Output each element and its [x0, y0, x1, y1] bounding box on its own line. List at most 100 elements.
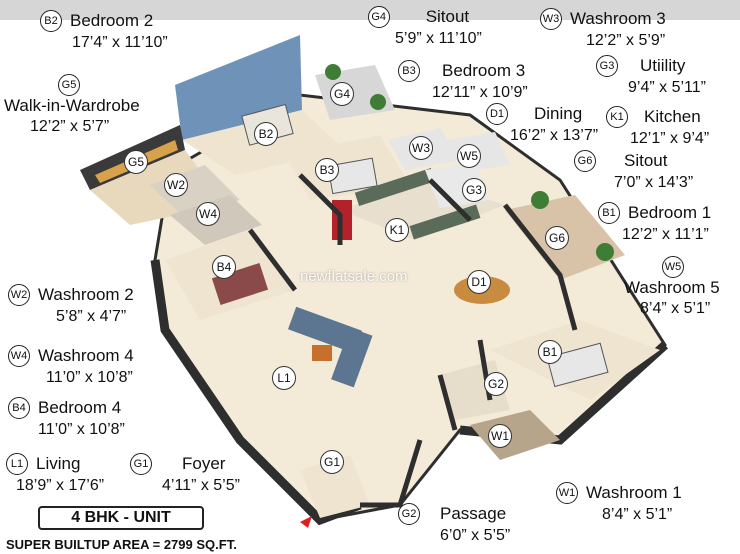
legend-code: G6: [574, 150, 596, 172]
legend-name: Bedroom 2: [70, 11, 154, 30]
living-sofa: [288, 306, 362, 354]
plan-tag-l1: L1: [272, 366, 296, 390]
legend-dim: 6’0” x 5’5”: [440, 527, 511, 544]
plan-tag-g4: G4: [330, 82, 354, 106]
plan-tag-b2: B2: [254, 122, 278, 146]
legend-dim: 12’2” x 11’1”: [622, 226, 709, 243]
legend-dim: 12’1” x 9’4”: [630, 130, 710, 147]
legend-code: W2: [8, 284, 30, 306]
legend-g5: G5 Walk-in-Wardrobe 12’2” x 5’7”: [4, 74, 140, 136]
bedroom1-bed: [546, 342, 609, 388]
legend-w1: W1 Washroom 1 8’4” x 5’1”: [556, 482, 682, 524]
entry-arrow-icon: [300, 516, 312, 528]
legend-code: W4: [8, 345, 30, 367]
outer-wall: [150, 259, 362, 526]
legend-dim: 8’4” x 5’1”: [640, 300, 711, 317]
legend-name: Bedroom 3: [442, 61, 526, 80]
plan-tag-g1: G1: [320, 450, 344, 474]
legend-code: W3: [540, 8, 562, 30]
legend-w2: W2 Washroom 2 5’8” x 4’7”: [8, 284, 134, 326]
legend-code: B1: [598, 202, 620, 224]
kitchen-counter: [354, 167, 436, 207]
plan-tag-d1: D1: [467, 270, 491, 294]
legend-name: Living: [36, 454, 81, 473]
legend-dim: 11’0” x 10’8”: [46, 369, 133, 386]
legend-dim: 12’2” x 5’7”: [30, 118, 110, 135]
legend-g1: G1 Foyer 4’11” x 5’5”: [130, 453, 240, 495]
legend-d1: D1 Dining 16’2” x 13’7”: [486, 103, 598, 145]
living-table: [312, 345, 332, 361]
legend-b3: B3 Bedroom 3 12’11” x 10’9”: [398, 60, 528, 102]
legend-name: Bedroom 4: [38, 398, 122, 417]
watermark: newflatsale.com: [300, 268, 408, 285]
legend-code: D1: [486, 103, 508, 125]
plan-tag-g3: G3: [462, 178, 486, 202]
legend-w3: W3 Washroom 3 12’2” x 5’9”: [540, 8, 666, 50]
legend-code: K1: [606, 106, 628, 128]
legend-k1: K1 Kitchen 12’1” x 9’4”: [606, 106, 709, 148]
legend-g2: G2 Passage 6’0” x 5’5”: [398, 503, 510, 545]
legend-dim: 16’2” x 13’7”: [510, 127, 599, 144]
bedroom4-bed: [211, 262, 269, 306]
plan-tag-g5: G5: [124, 150, 148, 174]
legend-name: Walk-in-Wardrobe: [4, 96, 140, 115]
legend-g3: G3 Utiility 9’4” x 5’11”: [596, 55, 706, 97]
legend-b1: B1 Bedroom 1 12’2” x 11’1”: [598, 202, 711, 244]
legend-name: Passage: [440, 504, 507, 523]
legend-code: B3: [398, 60, 420, 82]
super-builtup-area: SUPER BUILTUP AREA = 2799 SQ.FT.: [6, 537, 237, 552]
legend-dim: 12’2” x 5’9”: [586, 32, 666, 49]
legend-code: G4: [367, 6, 390, 28]
legend-g6: G6 Sitout 7’0” x 14’3”: [574, 150, 693, 192]
living-sofa2: [331, 327, 373, 388]
legend-b4: B4 Bedroom 4 11’0” x 10’8”: [8, 397, 125, 439]
legend-code: G1: [130, 453, 152, 475]
legend-w5: W5 Washroom 5 8’4” x 5’1”: [624, 256, 720, 318]
legend-name: Sitout: [425, 7, 470, 26]
legend-name: Washroom 2: [38, 285, 134, 304]
plan-tag-w2: W2: [164, 173, 188, 197]
plant-g4b: [370, 94, 386, 110]
legend-code: G3: [596, 55, 618, 77]
legend-name: Washroom 3: [570, 9, 666, 28]
plant-g6b: [596, 243, 614, 261]
plan-tag-w1: W1: [488, 424, 512, 448]
legend-dim: 7’0” x 14’3”: [614, 174, 694, 191]
legend-name: Washroom 5: [624, 278, 720, 297]
plan-tag-b1: B1: [538, 340, 562, 364]
legend-dim: 12’11” x 10’9”: [432, 84, 528, 101]
plan-tag-b4: B4: [212, 255, 236, 279]
interior-walls: [248, 173, 578, 508]
legend-name: Washroom 1: [586, 483, 682, 502]
legend-code: B2: [40, 10, 62, 32]
legend-dim: 11’0” x 10’8”: [38, 421, 125, 438]
legend-name: Dining: [534, 104, 583, 123]
legend-dim: 5’9” x 11’10”: [395, 30, 482, 47]
legend-code: B4: [8, 397, 30, 419]
plan-tag-w5: W5: [457, 144, 481, 168]
washroom1-floor: [470, 410, 560, 460]
legend-name: Utiility: [640, 56, 686, 75]
plan-tag-g6: G6: [545, 226, 569, 250]
legend-code: W1: [556, 482, 578, 504]
legend-dim: 4’11” x 5’5”: [162, 477, 240, 494]
plan-tag-b3: B3: [315, 158, 339, 182]
legend-name: Foyer: [182, 454, 226, 473]
legend-name: Sitout: [624, 151, 668, 170]
legend-code: W5: [662, 256, 684, 278]
plant-g4: [325, 64, 341, 80]
plan-tag-w3: W3: [409, 136, 433, 160]
plan-tag-k1: K1: [385, 218, 409, 242]
legend-code: G2: [398, 503, 420, 525]
legend-name: Kitchen: [644, 107, 701, 126]
legend-dim: 18’9” x 17’6”: [16, 477, 105, 494]
legend-dim: 9’4” x 5’11”: [628, 79, 706, 96]
plan-tag-w4: W4: [196, 202, 220, 226]
legend-name: Bedroom 1: [628, 203, 712, 222]
legend-dim: 5’8” x 4’7”: [56, 308, 127, 325]
legend-dim: 8’4” x 5’1”: [602, 506, 673, 523]
plant-g6: [531, 191, 549, 209]
